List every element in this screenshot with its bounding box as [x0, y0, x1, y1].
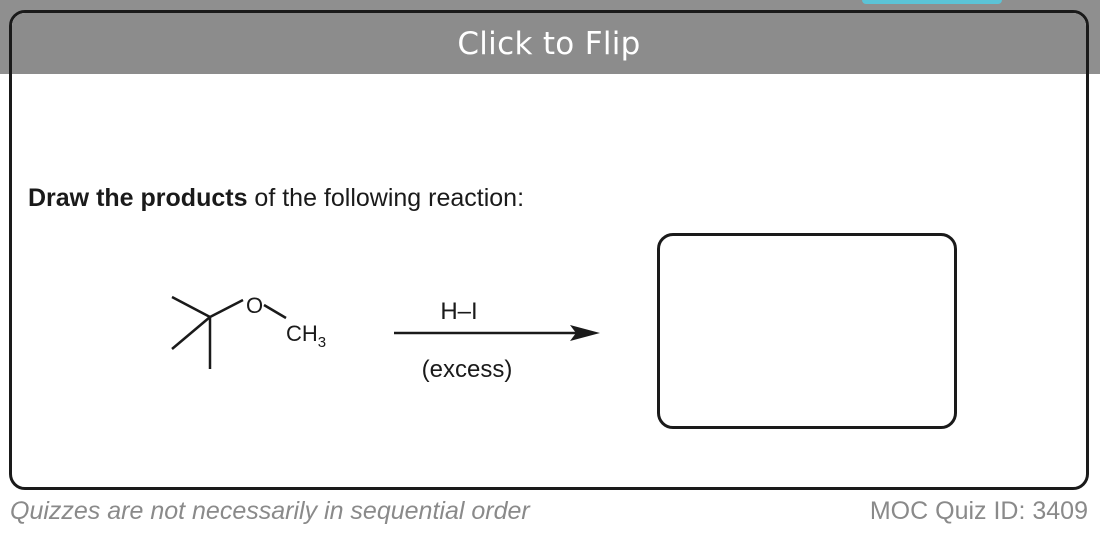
bond-to-oxygen	[209, 298, 244, 319]
question-prompt-bold: Draw the products	[28, 184, 248, 212]
methyl-group: CH3	[286, 321, 326, 351]
oxygen-atom: O	[246, 293, 263, 318]
product-answer-box[interactable]	[657, 233, 957, 429]
bond-left-up	[171, 295, 211, 319]
flip-label: Click to Flip	[457, 25, 641, 62]
top-accent-tab[interactable]	[862, 0, 1002, 4]
reagent-below-arrow: (excess)	[421, 356, 513, 383]
reaction-arrow	[394, 325, 600, 341]
methyl-label: CH	[286, 321, 318, 346]
reagent-above-arrow: H–I	[440, 298, 478, 325]
order-disclaimer: Quizzes are not necessarily in sequentia…	[10, 497, 530, 525]
quiz-id: MOC Quiz ID: 3409	[869, 497, 1088, 525]
flashcard[interactable]: Click to Flip Draw the products of the f…	[9, 10, 1089, 490]
question-prompt-rest: of the following reaction:	[247, 184, 525, 212]
flip-button[interactable]: Click to Flip	[12, 13, 1086, 74]
tert-butyl-methyl-ether-structure: O CH3	[171, 293, 326, 369]
bond-left-down	[171, 316, 211, 350]
bond-oxygen-methyl	[263, 303, 287, 320]
question-prompt: Draw the products of the following react…	[28, 184, 524, 213]
methyl-subscript: 3	[318, 334, 326, 351]
